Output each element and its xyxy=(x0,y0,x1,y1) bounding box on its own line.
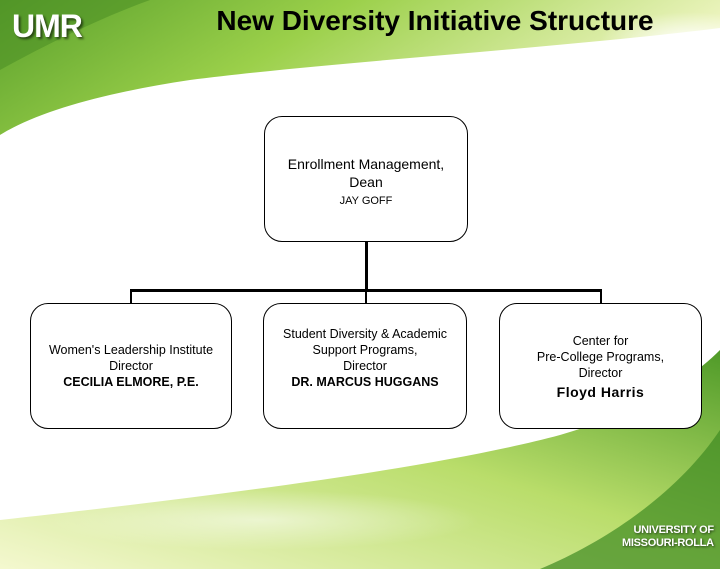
org-box-enrollment-management: Enrollment Management, Dean JAY GOFF xyxy=(264,116,468,242)
slide-title: New Diversity Initiative Structure xyxy=(216,5,654,36)
box-title-line: Director xyxy=(578,365,623,380)
org-box-pre-college-programs: Center for Pre-College Programs, Directo… xyxy=(499,303,702,429)
university-logo: UNIVERSITY OF MISSOURI-ROLLA xyxy=(622,524,714,550)
person-name: CECILIA ELMORE, P.E. xyxy=(63,375,199,389)
box-title-line: Director xyxy=(109,359,153,373)
box-title-line: Director xyxy=(343,359,387,373)
university-logo-line: UNIVERSITY OF xyxy=(633,524,715,536)
box-title-line: Women's Leadership Institute xyxy=(48,343,214,357)
org-box-womens-leadership: Women's Leadership Institute Director CE… xyxy=(30,303,232,429)
box-title-line: Dean xyxy=(349,174,383,190)
connector-left-drop xyxy=(130,289,132,303)
university-logo-line: MISSOURI-ROLLA xyxy=(622,537,714,549)
box-title-line: Pre-College Programs, xyxy=(536,349,665,364)
connector-right-drop xyxy=(600,289,602,303)
person-name: JAY GOFF xyxy=(339,195,393,207)
person-name: Floyd Harris xyxy=(556,383,645,400)
box-title-line: Student Diversity & Academic xyxy=(283,327,447,341)
org-box-student-diversity: Student Diversity & Academic Support Pro… xyxy=(263,303,467,429)
umr-logo: UMR xyxy=(12,8,83,44)
box-title-line: Enrollment Management, xyxy=(287,156,445,172)
connector-middle-drop xyxy=(365,289,367,303)
box-title-line: Support Programs, xyxy=(312,343,418,357)
box-title-line: Center for xyxy=(572,333,629,348)
connector-top-vertical xyxy=(365,242,368,290)
person-name: DR. MARCUS HUGGANS xyxy=(291,375,439,389)
